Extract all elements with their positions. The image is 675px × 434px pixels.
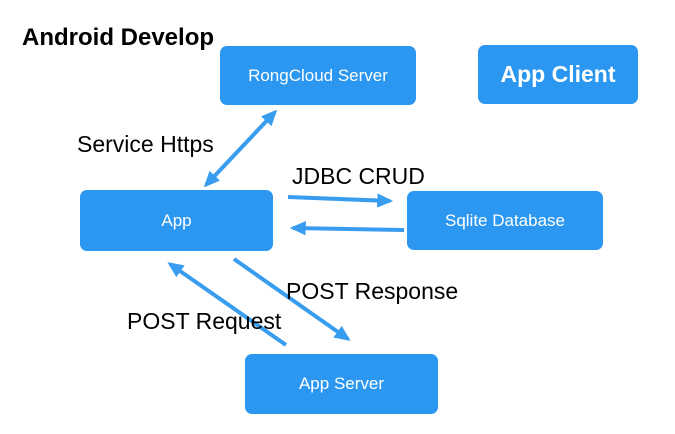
edge-label-service-https: Service Https (77, 131, 214, 157)
diagram-title: Android Develop (22, 24, 215, 51)
edge-label-post-response: POST Response (286, 278, 459, 304)
edge-label-jdbc-crud: JDBC CRUD (292, 163, 425, 189)
node-app-label: App (161, 210, 192, 230)
node-rongcloud-server: RongCloud Server (220, 46, 416, 105)
node-sqlite-database-label: Sqlite Database (444, 210, 566, 230)
arrow-app-to-appserver (232, 257, 351, 341)
node-app: App (80, 190, 273, 251)
arrow-appserver-to-app (167, 262, 288, 347)
arrow-jdbc-to-sqlite (287, 193, 394, 208)
node-app-client: App Client (478, 45, 638, 104)
node-app-client-label: App Client (500, 61, 616, 87)
arrow-service-https (203, 109, 278, 188)
node-app-server-label: App Server (298, 374, 385, 393)
edge-label-post-request: POST Request (127, 308, 282, 334)
node-sqlite-database: Sqlite Database (407, 191, 603, 250)
node-app-server: App Server (245, 354, 438, 414)
node-rongcloud-server-label: RongCloud Server (248, 65, 388, 85)
arrow-sqlite-to-app (289, 221, 405, 236)
